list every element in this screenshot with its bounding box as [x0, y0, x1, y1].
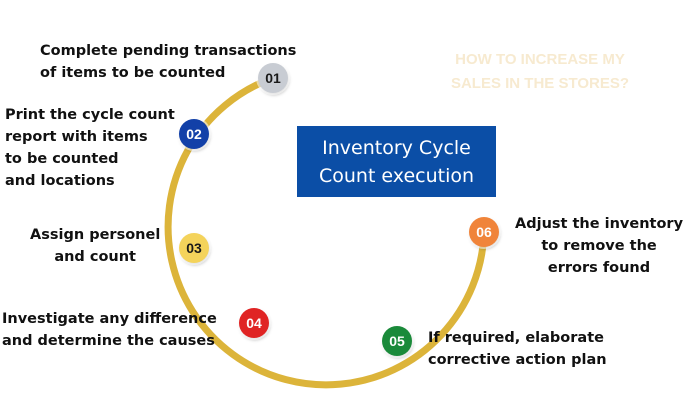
step-number: 03	[186, 240, 202, 256]
step-label-03: Assign personel and count	[30, 227, 161, 265]
diagram-title: Inventory Cycle Count execution	[318, 136, 475, 187]
step-label-05: If required, elaborate corrective action…	[428, 330, 607, 368]
watermark-text: HOW TO INCREASE MY SALES IN THE STORES?	[450, 51, 630, 92]
step-label-04: Investigate any difference and determine…	[2, 311, 217, 349]
step-badge-01: 01	[258, 63, 288, 93]
step-badge-04: 04	[239, 308, 269, 338]
step-number: 04	[246, 315, 262, 331]
step-number: 01	[265, 70, 281, 86]
step-label-06: Adjust the inventory to remove the error…	[515, 216, 684, 276]
step-badge-05: 05	[382, 326, 412, 356]
diagram-title-box: Inventory Cycle Count execution	[297, 126, 496, 197]
step-number: 02	[186, 126, 202, 142]
step-number: 05	[389, 333, 405, 349]
step-label-01: Complete pending transactions of items t…	[40, 43, 297, 81]
step-number: 06	[476, 224, 492, 240]
step-label-02: Print the cycle count report with items …	[5, 107, 175, 189]
step-badge-03: 03	[179, 233, 209, 263]
step-badge-02: 02	[179, 119, 209, 149]
step-badge-06: 06	[469, 217, 499, 247]
